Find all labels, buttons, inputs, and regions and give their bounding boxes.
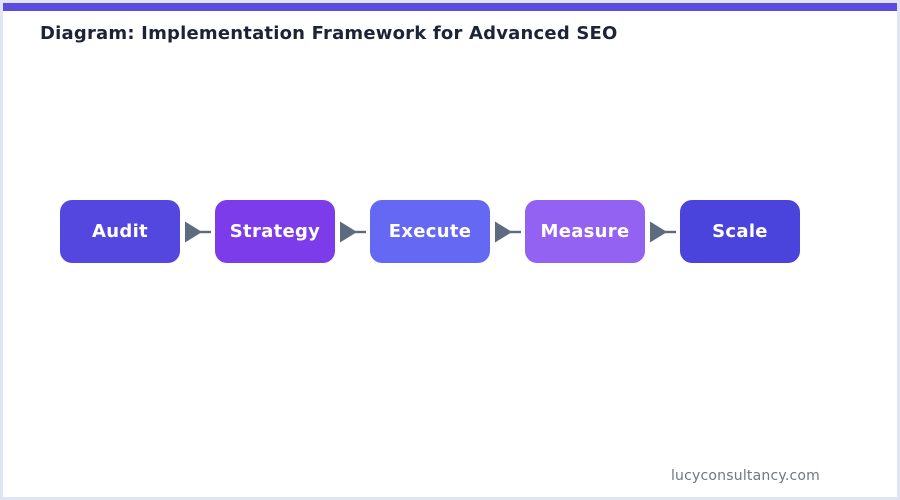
website-footer: lucyconsultancy.com [670,468,820,484]
arrow-right-icon [490,200,525,263]
flow-step-execute: Execute [370,200,490,263]
flow-step-label: Scale [712,221,768,242]
flow-step-scale: Scale [680,200,800,263]
flow-step-measure: Measure [525,200,645,263]
flow-step-strategy: Strategy [215,200,335,263]
flow-step-audit: Audit [60,200,180,263]
flow-step-label: Audit [92,221,148,242]
accent-top-bar [3,3,897,11]
flow-step-label: Execute [388,221,472,242]
diagram-title: Diagram: Implementation Framework for Ad… [40,23,618,44]
arrow-right-icon [335,200,370,263]
process-flow: Audit Strategy Execute [60,200,800,263]
flow-step-label: Measure [540,221,630,242]
arrow-right-icon [180,200,215,263]
flow-step-label: Strategy [229,221,321,242]
arrow-right-icon [645,200,680,263]
